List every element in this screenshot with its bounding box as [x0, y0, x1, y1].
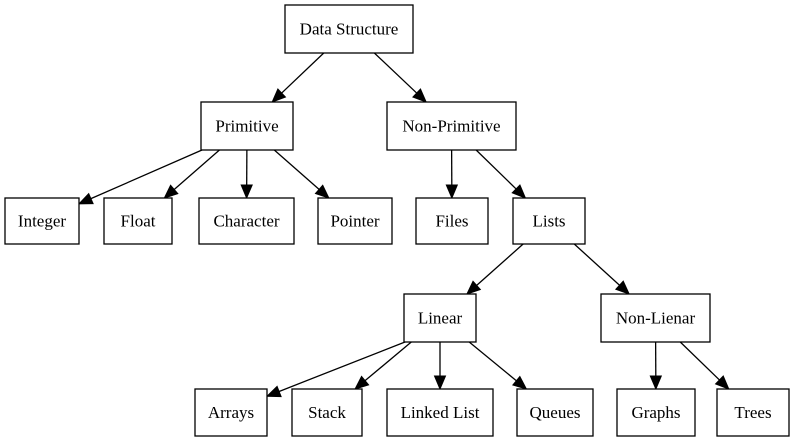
node-box	[317, 197, 393, 245]
edge-non-linear-to-trees-arrowhead	[714, 375, 730, 390]
edge-linear-to-queues-arrowhead	[512, 375, 528, 390]
node-trees: Trees	[716, 388, 790, 437]
edge-primitive-to-pointer-line	[273, 149, 320, 190]
node-pointer: Pointer	[317, 197, 393, 245]
node-label: Arrays	[208, 403, 254, 422]
edge-non-linear-to-trees-line	[679, 341, 720, 381]
node-box	[403, 293, 477, 343]
edge-lists-to-linear-arrowhead	[466, 280, 482, 295]
node-label: Files	[435, 212, 468, 231]
node-stack: Stack	[291, 388, 363, 437]
edge-primitive-to-float-arrowhead	[163, 184, 179, 199]
node-data-structure: Data Structure	[284, 4, 414, 54]
node-box	[386, 388, 494, 437]
node-linear: Linear	[403, 293, 477, 343]
edge-linear-to-stack-arrowhead	[354, 375, 370, 390]
node-integer: Integer	[4, 197, 80, 245]
edge-non-primitive-to-lists-arrowhead	[511, 184, 527, 199]
node-box	[516, 388, 594, 437]
edge-linear-to-arrays-line	[278, 341, 406, 393]
node-non-linear: Non-Lienar	[600, 293, 711, 343]
node-box	[386, 101, 517, 151]
edge-data-structure-to-non-primitive-line	[373, 52, 418, 94]
edge-data-structure-to-non-primitive-arrowhead	[412, 88, 428, 103]
node-label: Primitive	[215, 117, 278, 136]
node-box	[291, 388, 363, 437]
node-graphs: Graphs	[616, 388, 696, 437]
node-label: Queues	[530, 403, 581, 422]
node-label: Lists	[532, 212, 565, 231]
node-label: Float	[121, 212, 156, 231]
edge-data-structure-to-primitive-arrowhead	[271, 88, 287, 103]
node-label: Non-Lienar	[616, 309, 696, 328]
edge-primitive-to-character-arrowhead	[240, 184, 253, 200]
edge-lists-to-non-linear-arrowhead	[614, 280, 631, 295]
node-label: Non-Primitive	[402, 117, 500, 136]
edge-non-primitive-to-files-arrowhead	[445, 184, 459, 200]
edge-data-structure-to-primitive-line	[281, 52, 325, 94]
node-label: Pointer	[330, 212, 379, 231]
node-label: Trees	[734, 403, 771, 422]
node-label: Integer	[18, 212, 66, 231]
edge-primitive-to-integer-line	[90, 149, 203, 200]
edge-linear-to-stack-line	[364, 341, 412, 382]
node-label: Character	[213, 212, 279, 231]
edge-primitive-to-pointer-arrowhead	[314, 184, 330, 199]
node-label: Data Structure	[300, 20, 399, 39]
edge-primitive-to-integer-arrowhead	[77, 192, 94, 205]
node-label: Linked List	[401, 403, 480, 422]
node-box	[512, 197, 586, 245]
node-non-primitive: Non-Primitive	[386, 101, 517, 151]
node-character: Character	[198, 197, 295, 245]
edge-linear-to-queues-line	[468, 341, 517, 382]
node-label: Linear	[418, 309, 463, 328]
node-arrays: Arrays	[194, 388, 268, 437]
edge-lists-to-linear-line	[476, 243, 524, 286]
node-float: Float	[103, 197, 173, 245]
node-linked-list: Linked List	[386, 388, 494, 437]
node-primitive: Primitive	[200, 101, 294, 151]
node-box	[616, 388, 696, 437]
node-queues: Queues	[516, 388, 594, 437]
edge-linear-to-linked-list-arrowhead	[433, 375, 447, 391]
edge-linear-to-arrays-arrowhead	[265, 385, 282, 398]
edge-non-primitive-to-lists-line	[475, 149, 517, 190]
node-box	[284, 4, 414, 54]
node-box	[4, 197, 80, 245]
node-box	[194, 388, 268, 437]
edge-lists-to-non-linear-line	[573, 243, 620, 286]
node-label: Graphs	[631, 403, 680, 422]
node-box	[103, 197, 173, 245]
node-box	[200, 101, 294, 151]
node-files: Files	[415, 197, 489, 245]
edge-primitive-to-float-line	[173, 149, 220, 190]
edges-layer	[77, 52, 730, 398]
node-label: Stack	[308, 403, 346, 422]
node-box	[600, 293, 711, 343]
node-box	[198, 197, 295, 245]
edge-non-linear-to-graphs-arrowhead	[649, 375, 663, 391]
node-box	[716, 388, 790, 437]
node-box	[415, 197, 489, 245]
node-lists: Lists	[512, 197, 586, 245]
